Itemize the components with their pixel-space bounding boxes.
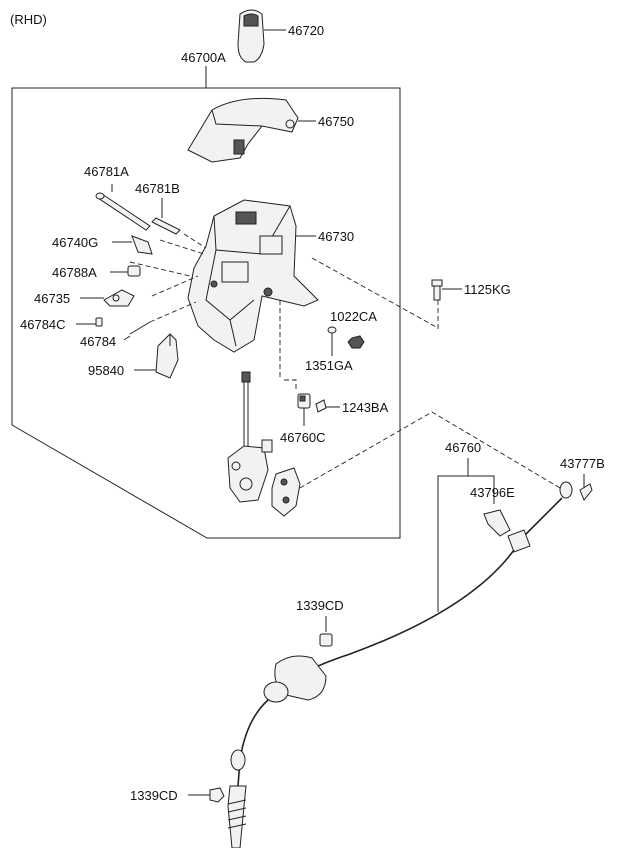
label-cover: 46750 [318, 114, 354, 129]
solenoid [112, 235, 153, 255]
label-pin-a: 46781A [84, 164, 129, 179]
washer [327, 326, 337, 334]
label-cable: 46760 [445, 440, 481, 455]
shift-lever [227, 371, 273, 503]
label-bolt: 1125KG [464, 282, 511, 297]
cable-clip [483, 509, 511, 537]
label-assembly: 46700A [181, 50, 226, 65]
detent-plate [271, 467, 301, 517]
label-pin-b: 46781B [135, 181, 180, 196]
spring-leader [123, 335, 131, 341]
bolt [431, 279, 462, 301]
retainer-pin [579, 483, 593, 501]
variant-label: (RHD) [10, 12, 47, 27]
cable-connection-dashed [299, 411, 561, 489]
pin-b [151, 198, 181, 235]
label-nut: 1351GA [305, 358, 353, 373]
clip [76, 317, 103, 327]
label-screw: 1243BA [342, 400, 389, 415]
pin-a [95, 184, 151, 231]
label-solenoid: 46740G [52, 235, 98, 250]
indicator-cover [187, 97, 299, 163]
shift-cable [227, 481, 573, 848]
lever-plate [80, 289, 135, 307]
label-bushing: 46788A [52, 265, 97, 280]
cable-nut-lower [209, 787, 225, 803]
screw [315, 399, 340, 413]
label-spring: 46784 [80, 334, 116, 349]
label-lever-plate: 46735 [34, 291, 70, 306]
label-knob: 46720 [288, 23, 324, 38]
label-clip: 46784C [20, 317, 66, 332]
label-bracket: 46730 [318, 229, 354, 244]
label-wire-clip: 95840 [88, 363, 124, 378]
cable-nut-upper [319, 633, 333, 647]
label-nut-cd-1: 1339CD [296, 598, 344, 613]
bushing [110, 265, 141, 277]
label-washer: 1022CA [330, 309, 377, 324]
label-clip-e: 43796E [470, 485, 515, 500]
shift-knob [237, 9, 286, 63]
label-switch: 46760C [280, 430, 326, 445]
shift-lever-bracket [187, 199, 319, 353]
label-pin-b2: 43777B [560, 456, 605, 471]
nut [347, 335, 365, 349]
assembly-outline [11, 87, 401, 539]
wire-clip [134, 333, 179, 379]
position-switch [297, 393, 311, 426]
label-nut-cd-2: 1339CD [130, 788, 178, 803]
